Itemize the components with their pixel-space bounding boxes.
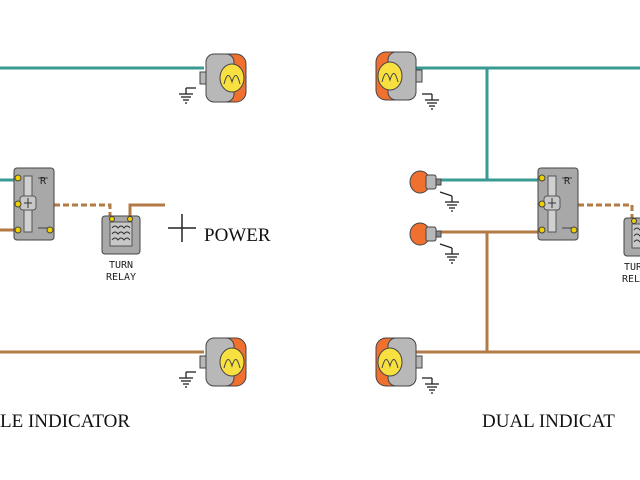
left-switch-mark: R — [40, 176, 47, 187]
right-turn-switch — [537, 167, 579, 241]
right-relay-wire — [578, 203, 634, 218]
left-top-lamp — [199, 53, 247, 103]
plus-icon — [168, 214, 196, 242]
right-switch-mark: R — [564, 176, 571, 187]
left-bottom-lamp — [199, 337, 247, 387]
ground-icon — [424, 377, 440, 394]
right-small-lamp-upper — [409, 170, 442, 194]
left-turn-relay — [101, 215, 141, 255]
ground-icon — [178, 87, 194, 104]
left-title: LE INDICATOR — [0, 411, 130, 432]
ground-icon — [424, 93, 440, 110]
relay-label-line2: RELAY — [106, 272, 136, 283]
ground-icon — [444, 247, 460, 264]
right-title: DUAL INDICAT — [482, 411, 615, 432]
right-circuit: R TUR RELA DUAL INDICAT — [376, 52, 640, 432]
left-turn-switch — [13, 167, 55, 241]
left-circuit: R TURN RELAY POWER LE INDICATOR — [0, 53, 271, 432]
right-bottom-lamp — [376, 338, 422, 386]
ground-icon — [444, 195, 460, 212]
right-relay-label-line2: RELA — [622, 274, 640, 285]
relay-label-line1: TURN — [109, 260, 133, 271]
right-small-lamp-lower — [409, 222, 442, 246]
right-relay-label-line1: TUR — [624, 262, 640, 273]
ground-icon — [178, 371, 194, 388]
power-label: POWER — [204, 225, 271, 246]
left-relay-out-wire — [128, 203, 165, 216]
left-relay-wire — [54, 203, 112, 216]
right-turn-relay — [623, 217, 640, 257]
right-top-lamp — [376, 52, 422, 100]
